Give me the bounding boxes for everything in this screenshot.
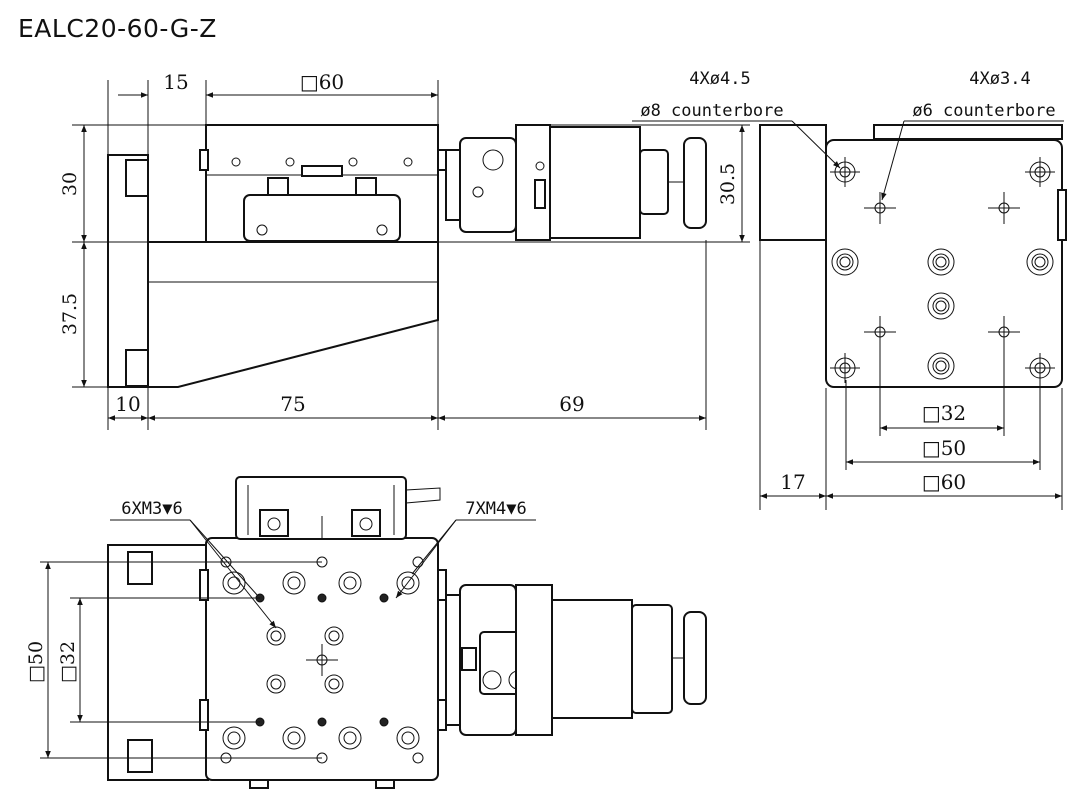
side-sensor-plate [243,194,401,242]
drawing-title: EALC20-60-G-Z [18,14,217,43]
side-motor-body [549,126,641,239]
dim-end-60: □60 [922,470,966,494]
side-view: 15 □60 30 37.5 30.5 10 75 69 [59,70,750,430]
dim-end-50: □50 [922,436,966,460]
top-knob [683,611,707,705]
end-cbore-holes [830,157,1055,383]
dim-side-69: 69 [559,392,584,416]
top-view: 6XM3▼6 7XM4▼6 □50 □32 [25,476,707,789]
side-coupling [459,137,517,233]
dim-side-37-5: 37.5 [59,293,81,335]
dim-end-32: □32 [922,401,966,425]
label-top-m3: 6XM3▼6 [121,499,182,519]
side-end-tab-bottom [125,349,149,387]
top-motor-flange [515,584,553,736]
dim-side-75: 75 [280,392,305,416]
dim-side-60: □60 [300,70,344,94]
label-top-m4: 7XM4▼6 [465,499,526,519]
end-motor-outline [759,124,827,241]
dim-side-30-5: 30.5 [717,163,739,205]
side-knob [683,137,707,229]
dim-side-30: 30 [59,172,81,196]
dim-top-32: □32 [57,641,79,683]
label-end-cbore-b: ø6 counterbore [912,101,1055,121]
end-ring-holes [831,248,1054,380]
dim-side-15: 15 [163,70,188,94]
end-view: 4Xø4.5 ø8 counterbore 4Xø3.4 ø6 counterb… [632,69,1067,510]
dim-end-17: 17 [780,470,805,494]
dim-side-10: 10 [115,392,140,416]
top-motor-body [551,599,633,719]
top-end-plate [107,544,209,781]
label-end-holes-a: 4Xø4.5 [689,69,750,89]
side-base [147,241,439,388]
side-end-tab-top [125,159,149,197]
label-end-cbore-a: ø8 counterbore [640,101,783,121]
dim-top-50: □50 [25,641,47,683]
top-ring-holes [222,571,420,750]
label-end-holes-b: 4Xø3.4 [969,69,1030,89]
